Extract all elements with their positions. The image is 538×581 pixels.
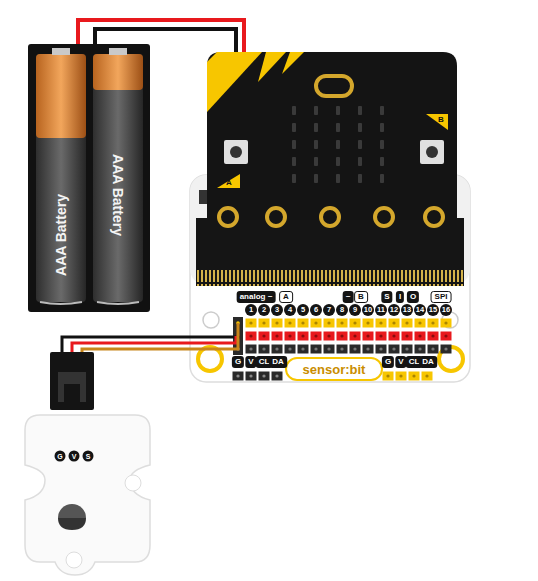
pin-label: G	[55, 451, 66, 462]
pin-number: 3	[271, 304, 283, 316]
header-label: SPI	[431, 291, 452, 303]
header-label: S	[381, 291, 392, 303]
battery-cell: AAA Battery	[36, 54, 86, 302]
pin-number: 9	[349, 304, 361, 316]
header-label: DA	[419, 356, 437, 368]
battery-cell: AAA Battery	[93, 54, 143, 302]
pin-number: 2	[258, 304, 270, 316]
pin-number: 10	[362, 304, 374, 316]
pin-number: 4	[284, 304, 296, 316]
header-label: ~	[343, 291, 354, 303]
pin-label: S	[83, 451, 94, 462]
pin-number: 6	[310, 304, 322, 316]
battery-label: AAA Battery	[110, 154, 126, 236]
pin-number: 5	[297, 304, 309, 316]
pin-label: V	[69, 451, 80, 462]
pin-number: 7	[323, 304, 335, 316]
pin-number: 1	[245, 304, 257, 316]
battery-label: AAA Battery	[53, 194, 69, 276]
pin-number: 11	[375, 304, 387, 316]
header-label: analog ~	[237, 291, 276, 303]
pin-number: 15	[427, 304, 439, 316]
header-label: O	[407, 291, 419, 303]
header-label: DA	[269, 356, 287, 368]
button-label: B	[438, 116, 444, 124]
pin-number: 12	[388, 304, 400, 316]
board-name: sensor:bit	[303, 363, 366, 376]
pin-number: 13	[401, 304, 413, 316]
header-label: I	[396, 291, 404, 303]
pin-number: 14	[414, 304, 426, 316]
header-label: B	[354, 291, 368, 303]
pin-number: 16	[440, 304, 452, 316]
button-label: A	[226, 179, 232, 187]
header-label: G	[382, 356, 394, 368]
header-label: G	[232, 356, 244, 368]
pin-number: 8	[336, 304, 348, 316]
header-label: A	[279, 291, 293, 303]
